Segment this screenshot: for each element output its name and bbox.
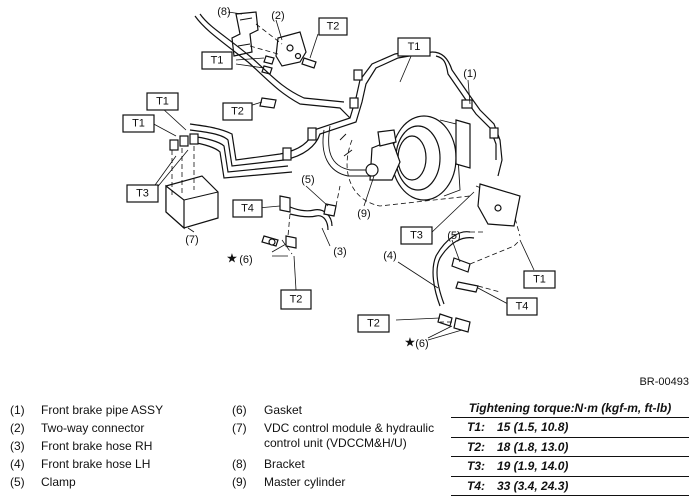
torque-code-label: T1 bbox=[533, 274, 546, 286]
torque-code-label: T1 bbox=[132, 118, 145, 130]
torque-code-label: T1 bbox=[408, 41, 421, 53]
torque-key: T4: bbox=[467, 478, 485, 493]
torque-key: T3: bbox=[467, 459, 485, 473]
torque-value: 15 (1.5, 10.8) bbox=[497, 420, 569, 434]
torque-code-box: T2 bbox=[280, 289, 312, 310]
callout-1: (1) bbox=[463, 68, 476, 80]
star-symbol-lh: ★ bbox=[404, 335, 416, 350]
torque-code-box: T2 bbox=[222, 102, 253, 121]
callout-3: (3) bbox=[333, 246, 346, 258]
legend-item-text: Two-way connector bbox=[41, 421, 145, 435]
torque-code-box: T3 bbox=[126, 184, 159, 203]
front-brake-hose-lh bbox=[432, 231, 479, 333]
legend-item-text: Front brake hose RH bbox=[41, 439, 153, 453]
bolt-part bbox=[259, 55, 317, 109]
torque-value: 33 (3.4, 24.3) bbox=[497, 478, 569, 493]
torque-table-row: T4: 33 (3.4, 24.3) bbox=[451, 477, 689, 496]
callout-7: (7) bbox=[185, 234, 198, 246]
torque-code-box: T1 bbox=[523, 270, 556, 289]
torque-code-label: T1 bbox=[211, 55, 224, 67]
torque-key: T1: bbox=[467, 420, 485, 434]
legend-item-number: (4) bbox=[10, 457, 25, 471]
legend-item-number: (9) bbox=[232, 475, 247, 489]
bracket-part bbox=[231, 11, 259, 57]
front-brake-pipe-assy bbox=[189, 13, 503, 179]
torque-table-row: T2: 18 (1.8, 13.0) bbox=[451, 438, 689, 457]
callout-9: (9) bbox=[357, 208, 370, 220]
tightening-torque-table: Tightening torque:N·m (kgf-m, ft-lb) T1:… bbox=[451, 397, 689, 496]
legend-item-text: Gasket bbox=[264, 403, 303, 417]
callout-5-left: (5) bbox=[447, 230, 460, 242]
legend-item-text: VDC control module & hydraulic bbox=[264, 421, 435, 435]
legend-item-number: (7) bbox=[232, 421, 247, 435]
torque-code-label: T3 bbox=[410, 230, 423, 242]
callout-5-right: (5) bbox=[301, 174, 314, 186]
legend-item-text: Master cylinder bbox=[264, 475, 346, 489]
torque-table-row: T3: 19 (1.9, 14.0) bbox=[451, 457, 689, 477]
torque-code-box: T1 bbox=[146, 92, 179, 111]
legend-item-number: (6) bbox=[232, 403, 247, 417]
torque-code-label: T2 bbox=[327, 21, 340, 33]
right-bracket-part bbox=[477, 183, 521, 227]
legend-item-text: control unit (VDCCM&H/U) bbox=[264, 436, 407, 450]
legend-item-text: Front brake pipe ASSY bbox=[41, 403, 164, 417]
callouts: (8) (2) (1) (5) (3) (9) (7) (5) (4) (6) … bbox=[185, 6, 476, 350]
callout-2: (2) bbox=[271, 10, 284, 22]
torque-code-label: T2 bbox=[367, 318, 380, 330]
torque-code-label: T3 bbox=[136, 188, 149, 200]
pipe-clip bbox=[282, 69, 499, 161]
torque-code-label: T1 bbox=[156, 96, 169, 108]
callout-6-right: (6) bbox=[239, 254, 252, 266]
front-brake-hose-rh bbox=[261, 195, 337, 249]
figure-code: BR-00493 bbox=[639, 376, 689, 388]
legend-item-number: (2) bbox=[10, 421, 25, 435]
torque-table-title: Tightening torque:N·m (kgf-m, ft-lb) bbox=[451, 397, 689, 418]
torque-value: 18 (1.8, 13.0) bbox=[497, 439, 569, 454]
legend-item-text: Bracket bbox=[264, 457, 305, 471]
torque-code-box: T2 bbox=[357, 314, 390, 333]
torque-code-box: T4 bbox=[506, 297, 538, 316]
legend-item-number: (5) bbox=[10, 475, 25, 489]
brake-line-exploded-diagram: (8) (2) (1) (5) (3) (9) (7) (5) (4) (6) … bbox=[122, 6, 556, 350]
legend-item-text: Front brake hose LH bbox=[41, 457, 151, 471]
legend-item-number: (3) bbox=[10, 439, 25, 453]
torque-value: 19 (1.9, 14.0) bbox=[497, 459, 569, 473]
torque-code-box: T1 bbox=[201, 51, 233, 70]
torque-code-box: T2 bbox=[318, 17, 348, 36]
torque-code-label: T4 bbox=[241, 203, 254, 215]
two-way-connector-part bbox=[275, 31, 307, 67]
torque-key: T2: bbox=[467, 439, 485, 454]
torque-code-box: T4 bbox=[232, 199, 263, 218]
callout-4: (4) bbox=[383, 250, 396, 262]
master-cylinder-part bbox=[339, 129, 401, 181]
torque-table-row: T1: 15 (1.5, 10.8) bbox=[451, 418, 689, 438]
legend-item-text: Clamp bbox=[41, 475, 76, 489]
callout-6-left: (6) bbox=[415, 338, 428, 350]
torque-code-label: T2 bbox=[231, 106, 244, 118]
star-symbol-rh: ★ bbox=[226, 251, 238, 266]
torque-code-box: T3 bbox=[400, 226, 433, 245]
callout-8: (8) bbox=[217, 6, 230, 18]
legend-item-number: (1) bbox=[10, 403, 25, 417]
vdc-module-part bbox=[165, 133, 219, 230]
leader-lines bbox=[149, 11, 535, 341]
brake-booster-part bbox=[391, 115, 471, 201]
legend-item-number: (8) bbox=[232, 457, 247, 471]
torque-code-label: T4 bbox=[516, 301, 529, 313]
torque-code-label: T2 bbox=[290, 294, 303, 306]
torque-code-box: T1 bbox=[122, 114, 155, 133]
torque-code-box: T1 bbox=[397, 37, 431, 57]
